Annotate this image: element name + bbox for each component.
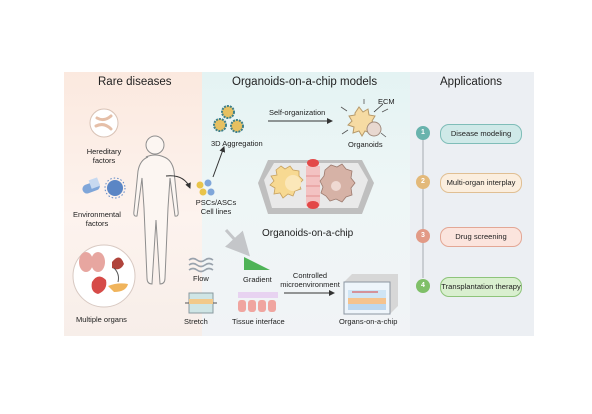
application-number-badge: 2 — [416, 175, 430, 189]
application-number-badge: 1 — [416, 126, 430, 140]
flow-label: Flow — [193, 274, 209, 283]
organoids-on-a-chip-label: Organoids-on-a-chip — [262, 228, 354, 239]
gradient-label: Gradient — [243, 275, 272, 284]
rare-diseases-title: Rare diseases — [98, 76, 172, 88]
gradient-icon — [244, 257, 270, 270]
self-organization-label: Self-organization — [269, 108, 326, 117]
organs-on-chip-device-icon — [343, 274, 398, 315]
application-number-badge: 3 — [416, 229, 430, 243]
models-title: Organoids-on-a-chip models — [232, 76, 378, 88]
stretch-icon — [185, 292, 217, 314]
organs-icon — [72, 244, 136, 308]
stretch-label: Stretch — [184, 317, 208, 326]
aggregation-label: 3D Aggregation — [211, 139, 263, 148]
tissue-interface-icon — [238, 292, 278, 312]
organoids-icon — [340, 99, 389, 138]
application-pill: Disease modeling — [440, 124, 522, 144]
tissue-interface-label: Tissue interface — [232, 317, 285, 326]
organoids-label: Organoids — [348, 140, 383, 149]
application-number-badge: 4 — [416, 279, 430, 293]
organs-on-a-chip-label: Organs-on-a-chip — [339, 317, 398, 326]
cells-icon — [196, 179, 215, 196]
aggregate-spheroids-icon — [213, 105, 244, 133]
flow-icon — [188, 257, 214, 273]
virus-icon — [104, 177, 126, 199]
application-pill: Multi-organ interplay — [440, 173, 522, 193]
organoid-chip-icon — [258, 159, 374, 214]
applications-title: Applications — [440, 76, 503, 88]
chromosome-icon — [89, 108, 119, 138]
ecm-label: ECM — [378, 97, 395, 106]
multiple-organs-label: Multiple organs — [76, 315, 127, 324]
application-pill: Drug screening — [440, 227, 522, 247]
pill-capsule-icon — [82, 177, 101, 194]
human-silhouette-icon — [133, 135, 179, 285]
application-pill: Transplantation therapy — [440, 277, 522, 297]
